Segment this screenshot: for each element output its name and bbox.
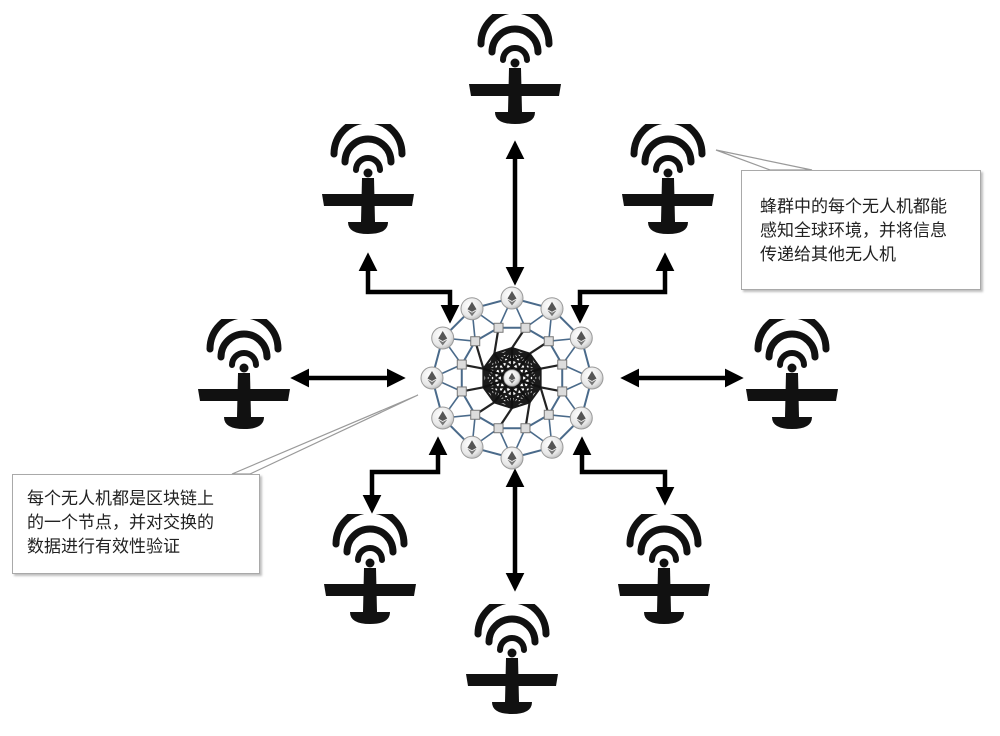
ethereum-node-icon: [500, 286, 524, 310]
ethereum-node-icon: [500, 446, 524, 470]
network-hub: [557, 386, 568, 397]
arrow-top-left: [358, 252, 460, 324]
callout-bottom-left: 每个无人机都是区块链上 的一个节点，并对交换的 数据进行有效性验证: [12, 474, 260, 574]
center-node-icon: [503, 369, 521, 387]
ethereum-node-icon: [460, 435, 484, 459]
ethereum-node-icon: [420, 366, 444, 390]
ethereum-node-icon: [540, 297, 564, 321]
arrow-bottom-left: [362, 436, 448, 514]
connection-arrows: [290, 140, 744, 592]
network-hub: [456, 386, 467, 397]
drone-right-icon: [746, 315, 838, 429]
network-hub: [493, 423, 504, 434]
drone-top-right-icon: [622, 120, 714, 234]
drone-bottom-right-icon: [618, 510, 710, 624]
ethereum-node-icon: [580, 366, 604, 390]
callout-leaders: [231, 149, 813, 475]
ethereum-node-icon: [431, 406, 455, 430]
network-hub: [543, 409, 554, 420]
network-hub: [470, 409, 481, 420]
drone-bottom-icon: [466, 600, 558, 714]
network-hub: [456, 359, 467, 370]
callout-top-right: 蜂群中的每个无人机都能 感知全球环境，并将信息 传递给其他无人机: [741, 170, 981, 290]
drone-top-icon: [469, 10, 561, 124]
ethereum-node-icon: [569, 406, 593, 430]
ethereum-node-icon: [431, 326, 455, 350]
drone-left-icon: [198, 315, 290, 429]
callout-bottom-leader: [231, 394, 419, 475]
network-hubs: [456, 322, 568, 434]
drone-top-left-icon: [322, 120, 414, 234]
callout-top-leader: [715, 149, 813, 171]
ethereum-node-icon: [569, 326, 593, 350]
network-hub: [543, 336, 554, 347]
network-edge: [482, 353, 496, 370]
ethereum-node-icon: [540, 435, 564, 459]
network-hub: [470, 336, 481, 347]
network-hub: [557, 359, 568, 370]
blockchain-network: [420, 286, 604, 470]
network-hub: [520, 423, 531, 434]
drone-bottom-left-icon: [324, 510, 416, 624]
network-hub: [493, 322, 504, 333]
ethereum-node-icon: [460, 297, 484, 321]
network-edge: [494, 352, 541, 370]
arrow-top-right: [570, 252, 675, 324]
network-hub: [520, 322, 531, 333]
arrow-bottom-right: [572, 436, 675, 506]
